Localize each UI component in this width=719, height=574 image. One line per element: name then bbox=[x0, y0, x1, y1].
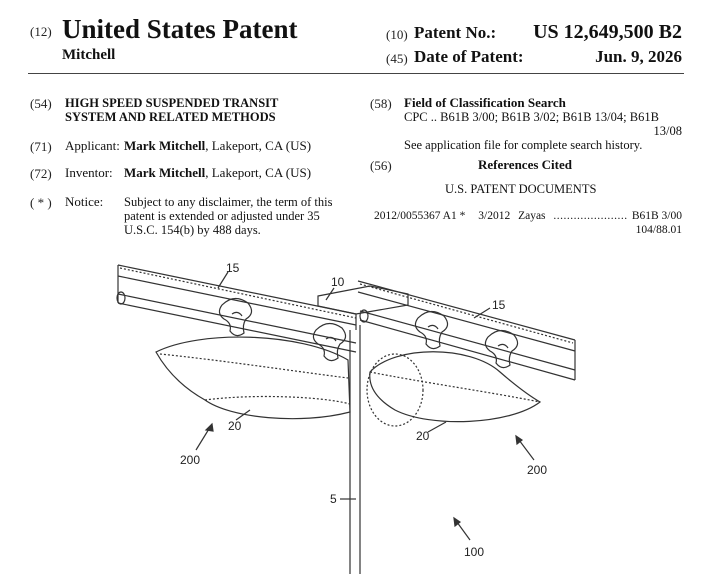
label-pod-left: 20 bbox=[228, 419, 242, 433]
patent-drawing: 15 10 15 20 20 200 200 5 100 bbox=[116, 261, 576, 574]
applicant-name: Mark Mitchell bbox=[124, 138, 206, 153]
label-support: 10 bbox=[331, 275, 345, 289]
notice-code: ( * ) bbox=[30, 195, 52, 210]
applicant-location: , Lakeport, CA (US) bbox=[205, 138, 312, 153]
left-hanger-1 bbox=[218, 297, 253, 337]
inventor-value: Mark Mitchell, Lakeport, CA (US) bbox=[124, 166, 311, 180]
inventor-name: Mark Mitchell bbox=[124, 165, 206, 180]
reference-class-1: B61B 3/00 bbox=[631, 210, 682, 222]
reference-arrows bbox=[195, 422, 535, 541]
label-pole: 5 bbox=[330, 492, 337, 506]
patent-no-value: US 12,649,500 B2 bbox=[533, 21, 682, 43]
notice-line-2: patent is extended or adjusted under 35 bbox=[124, 209, 320, 223]
right-hanger-1 bbox=[414, 310, 449, 350]
reference-dots: ...................... bbox=[553, 210, 628, 222]
date-code: (45) bbox=[386, 51, 408, 66]
label-system-left: 200 bbox=[180, 453, 200, 467]
cpc-line-2: 13/08 bbox=[653, 124, 682, 138]
notice-line-1: Subject to any disclaimer, the term of t… bbox=[124, 195, 333, 209]
label-overall-system: 100 bbox=[464, 545, 484, 559]
right-pod bbox=[366, 351, 542, 427]
applicant-code: (71) bbox=[30, 139, 52, 154]
left-hanger-2 bbox=[312, 322, 347, 362]
label-system-right: 200 bbox=[527, 463, 547, 477]
patent-no-label: Patent No.: bbox=[414, 23, 497, 42]
left-rail bbox=[116, 264, 357, 353]
inventor-code: (72) bbox=[30, 166, 52, 181]
title-code: (54) bbox=[30, 96, 52, 111]
notice-line-3: U.S.C. 154(b) by 488 days. bbox=[124, 223, 261, 237]
field-search-code: (58) bbox=[370, 96, 392, 111]
inventor-location: , Lakeport, CA (US) bbox=[205, 165, 312, 180]
reference-class-2: 104/88.01 bbox=[635, 224, 682, 236]
field-search-title: Field of Classification Search bbox=[404, 95, 566, 110]
date-of-patent-label: Date of Patent: bbox=[414, 47, 524, 66]
left-pod bbox=[155, 336, 351, 420]
leader-lines bbox=[217, 271, 491, 500]
label-rail-right: 15 bbox=[492, 298, 506, 312]
reference-date: 3/2012 bbox=[478, 210, 511, 222]
see-application-note: See application file for complete search… bbox=[404, 138, 643, 152]
invention-title-line-2: SYSTEM AND RELATED METHODS bbox=[65, 110, 276, 124]
invention-title-line-1: HIGH SPEED SUSPENDED TRANSIT bbox=[65, 96, 279, 110]
right-hanger-2 bbox=[484, 329, 519, 369]
notice-label: Notice: bbox=[65, 194, 104, 209]
document-type-title: United States Patent bbox=[62, 14, 298, 44]
reference-number: 2012/0055367 A1 * bbox=[374, 210, 466, 222]
reference-name: Zayas bbox=[518, 210, 546, 222]
cpc-line-1: CPC .. B61B 3/00; B61B 3/02; B61B 13/04;… bbox=[404, 110, 659, 124]
references-cited-title: References Cited bbox=[478, 157, 572, 172]
inventor-surname: Mitchell bbox=[62, 47, 116, 63]
us-patent-documents-heading: U.S. PATENT DOCUMENTS bbox=[445, 182, 597, 196]
right-rail bbox=[357, 280, 576, 381]
applicant-value: Mark Mitchell, Lakeport, CA (US) bbox=[124, 139, 311, 153]
reference-row: 2012/0055367 A1 * 3/2012 Zayas .........… bbox=[374, 209, 628, 223]
header-code-12: (12) bbox=[30, 24, 52, 39]
applicant-label: Applicant: bbox=[65, 138, 120, 153]
date-of-patent-value: Jun. 9, 2026 bbox=[595, 47, 682, 66]
label-pod-right: 20 bbox=[416, 429, 430, 443]
header-divider bbox=[28, 73, 684, 74]
label-rail-left: 15 bbox=[226, 261, 240, 275]
inventor-label: Inventor: bbox=[65, 165, 113, 180]
patent-no-code: (10) bbox=[386, 27, 408, 42]
references-code: (56) bbox=[370, 158, 392, 173]
